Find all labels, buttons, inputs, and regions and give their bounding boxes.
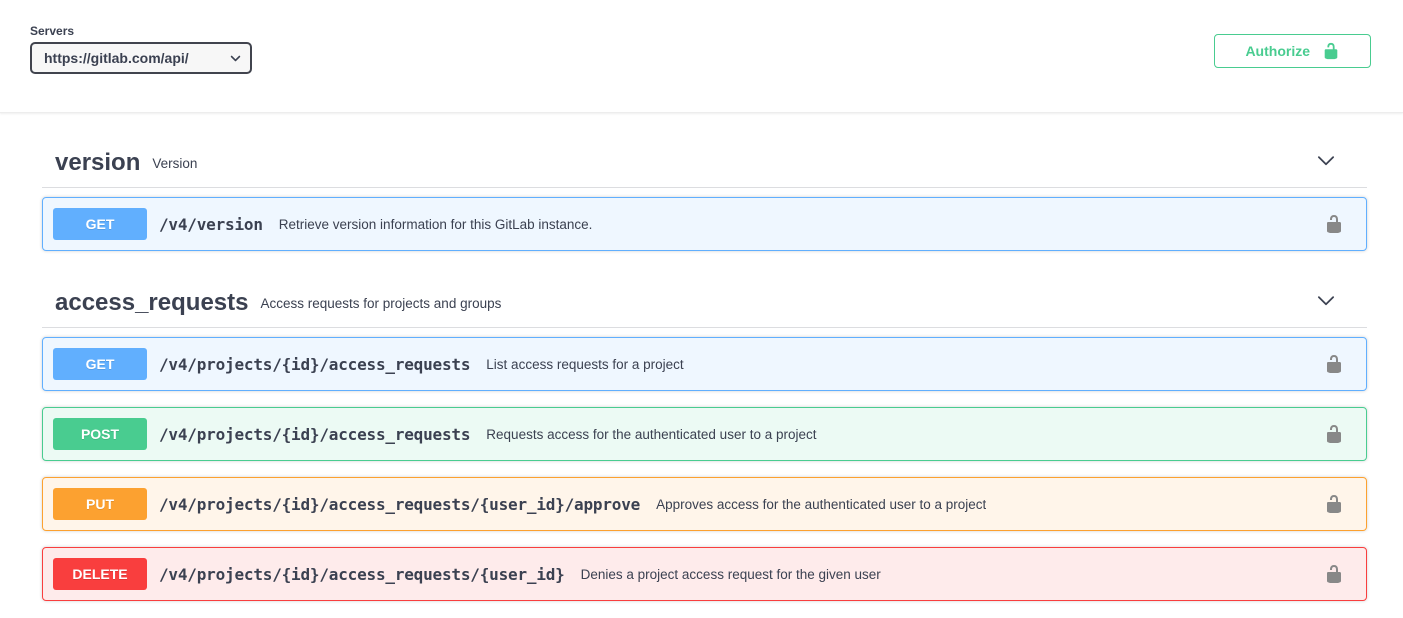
- endpoint-path: /v4/projects/{id}/access_requests: [159, 424, 471, 444]
- section-header-version[interactable]: version Version: [42, 139, 1367, 188]
- section-access-requests: access_requests Access requests for proj…: [42, 279, 1367, 601]
- endpoint-summary: List access requests for a project: [486, 356, 684, 372]
- lock-open-icon[interactable]: [1324, 354, 1344, 374]
- servers-block: Servers https://gitlab.com/api/: [30, 24, 252, 74]
- endpoint-summary: Denies a project access request for the …: [580, 566, 881, 582]
- endpoint-path: /v4/projects/{id}/access_requests: [159, 354, 471, 374]
- section-header-access-requests[interactable]: access_requests Access requests for proj…: [42, 279, 1367, 328]
- authorize-button[interactable]: Authorize: [1214, 34, 1371, 68]
- unlock-icon: [1322, 42, 1340, 60]
- lock-open-icon[interactable]: [1324, 564, 1344, 584]
- chevron-down-icon[interactable]: [1315, 150, 1337, 177]
- lock-open-icon[interactable]: [1324, 494, 1344, 514]
- method-badge: POST: [53, 418, 147, 450]
- server-select-wrap: https://gitlab.com/api/: [30, 42, 252, 74]
- lock-open-icon[interactable]: [1324, 214, 1344, 234]
- opblock-post-access-requests[interactable]: POST /v4/projects/{id}/access_requests R…: [42, 407, 1367, 461]
- section-gap: [42, 267, 1367, 279]
- authorize-label: Authorize: [1245, 43, 1310, 59]
- scheme-container: Servers https://gitlab.com/api/ Authoriz…: [0, 0, 1403, 113]
- api-content: version Version GET /v4/version Retrieve…: [0, 113, 1403, 601]
- opblock-delete-access-request[interactable]: DELETE /v4/projects/{id}/access_requests…: [42, 547, 1367, 601]
- server-select[interactable]: https://gitlab.com/api/: [30, 42, 252, 74]
- section-title: access_requests: [55, 289, 249, 316]
- endpoint-path: /v4/projects/{id}/access_requests/{user_…: [159, 564, 565, 584]
- servers-label: Servers: [30, 24, 75, 38]
- method-badge: GET: [53, 208, 147, 240]
- opblock-get-version[interactable]: GET /v4/version Retrieve version informa…: [42, 197, 1367, 251]
- method-badge: DELETE: [53, 558, 147, 590]
- endpoint-summary: Retrieve version information for this Gi…: [278, 216, 593, 232]
- opblock-put-approve[interactable]: PUT /v4/projects/{id}/access_requests/{u…: [42, 477, 1367, 531]
- section-version: version Version GET /v4/version Retrieve…: [42, 139, 1367, 251]
- chevron-down-icon[interactable]: [1315, 290, 1337, 317]
- lock-open-icon[interactable]: [1324, 424, 1344, 444]
- endpoint-path: /v4/version: [159, 214, 263, 234]
- opblock-get-access-requests[interactable]: GET /v4/projects/{id}/access_requests Li…: [42, 337, 1367, 391]
- method-badge: PUT: [53, 488, 147, 520]
- section-description: Access requests for projects and groups: [260, 295, 502, 311]
- endpoint-summary: Requests access for the authenticated us…: [486, 426, 817, 442]
- endpoint-path: /v4/projects/{id}/access_requests/{user_…: [159, 494, 641, 514]
- endpoint-summary: Approves access for the authenticated us…: [656, 496, 987, 512]
- section-title: version: [55, 149, 141, 176]
- section-description: Version: [152, 155, 198, 171]
- method-badge: GET: [53, 348, 147, 380]
